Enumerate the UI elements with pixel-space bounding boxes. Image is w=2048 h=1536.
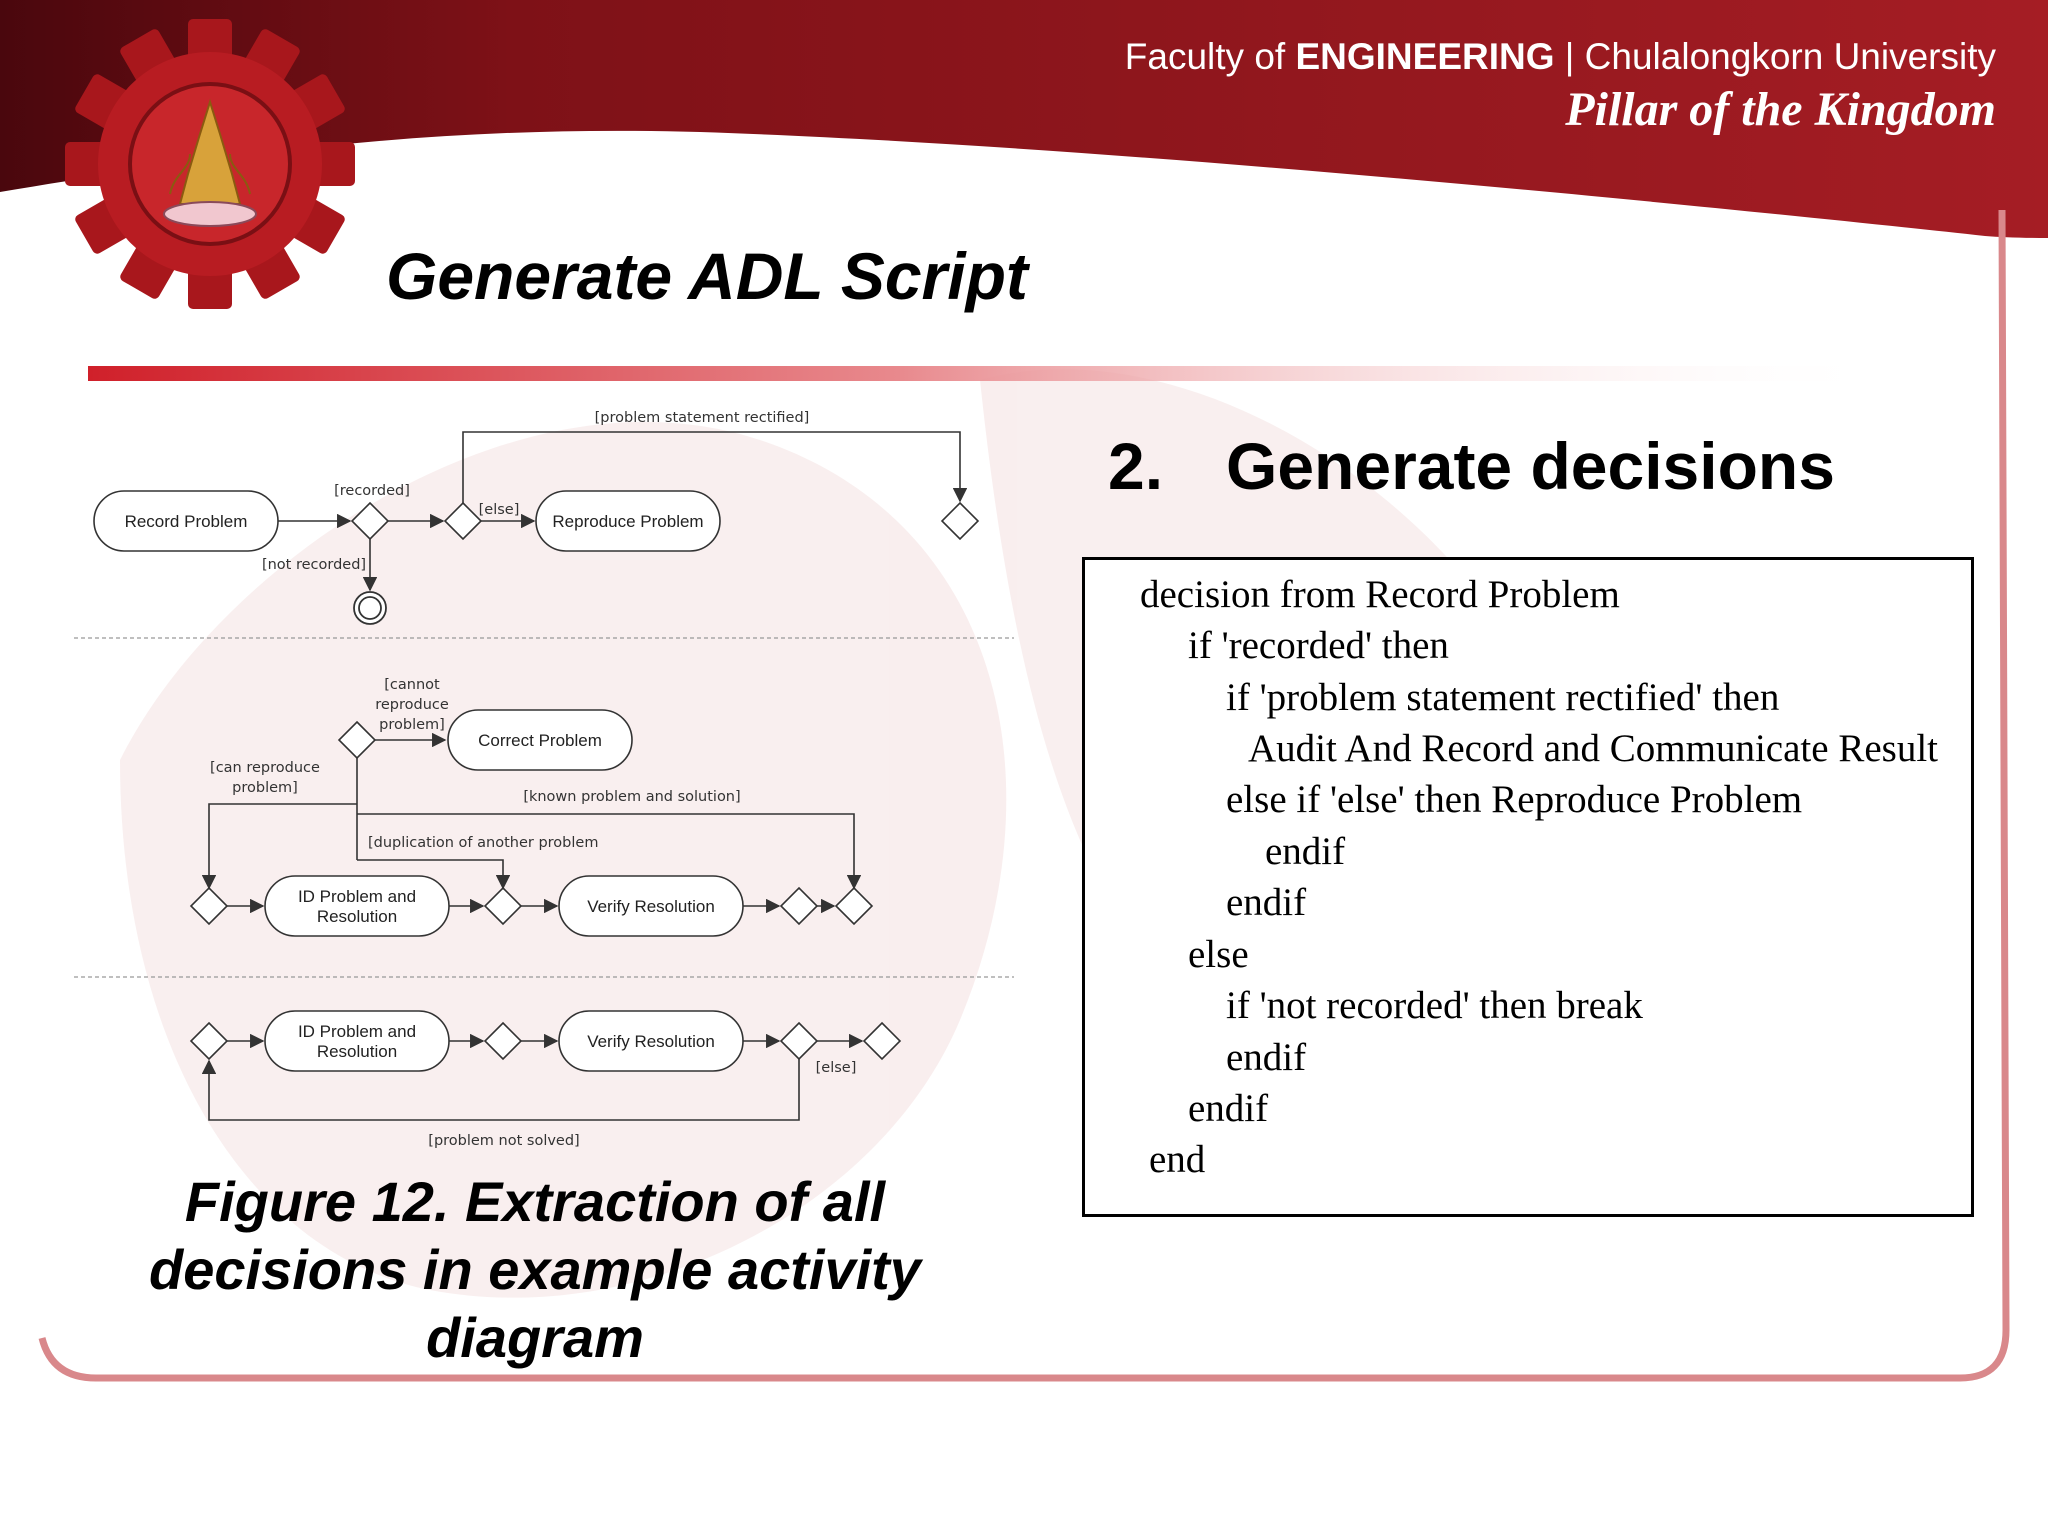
guard-can-1: [can reproduce [210,760,320,776]
decision-recorded [350,501,390,541]
node-id-problem-2-line2: Resolution [317,1042,397,1061]
code-line: else [1188,933,1249,976]
figure-caption: Figure 12. Extraction of all decisions i… [110,1168,960,1372]
node-id-problem-2-line1: ID Problem and [298,1022,416,1041]
code-line: decision from Record Problem [1140,573,1620,616]
node-correct-problem [447,709,633,771]
decision-solved [779,1021,819,1061]
caption-line3: diagram [426,1306,644,1369]
guard-recorded: [recorded] [334,483,410,499]
edge-problem-not-solved [201,1059,800,1121]
university-logo [65,19,355,309]
merge-e [189,1021,229,1061]
title-divider [88,366,1888,381]
code-line: if 'problem statement rectified' then [1226,676,1780,719]
decision-reproduce [337,720,377,760]
adl-script-box: decision from Record Problem if 'recorde… [1082,557,1974,1217]
node-id-problem-1 [264,875,450,937]
guard-duplication: [duplication of another problem [368,835,598,851]
header-band [0,0,2048,238]
merge-f [483,1021,523,1061]
merge-b [483,886,523,926]
node-reproduce-problem-label: Reproduce Problem [552,512,703,531]
node-id-problem-1-line2: Resolution [317,907,397,926]
code-line: endif [1188,1087,1269,1130]
merge-g [862,1021,902,1061]
node-id-problem-1-line1: ID Problem and [298,887,416,906]
guard-not-recorded: [not recorded] [262,557,366,573]
code-line: endif [1226,1036,1307,1079]
edge-duplication [357,859,511,890]
code-line: endif [1226,881,1307,924]
edge-can-reproduce [201,803,357,890]
edge-known-problem [357,813,862,890]
caption-line2: decisions in example activity [149,1238,921,1301]
code-line: endif [1265,830,1346,873]
merge-c [779,886,819,926]
section-number: 2. [1108,429,1164,503]
faculty-name: ENGINEERING [1295,36,1555,77]
decision-rectified [443,501,483,541]
node-verify-resolution-2-label: Verify Resolution [587,1032,715,1051]
edge-problem-statement-rectified [462,431,968,503]
guard-cannot-3: problem] [379,717,445,733]
node-reproduce-problem [535,490,721,552]
section-title: Generate decisions [1226,429,1835,503]
guard-known-problem: [known problem and solution] [523,789,740,805]
activity-diagram: Record Problem [recorded] [else] Reprodu… [74,410,1014,1149]
guard-cannot-1: [cannot [384,677,440,693]
merge-a [189,886,229,926]
node-record-problem-label: Record Problem [125,512,248,531]
slide-frame [38,209,2010,1382]
code-line: if 'recorded' then [1188,624,1449,667]
guard-problem-statement-rectified: [problem statement rectified] [595,410,810,426]
faculty-prefix: Faculty of [1124,36,1296,77]
guard-else-2: [else] [816,1060,857,1076]
guard-problem-not-solved: [problem not solved] [428,1133,579,1149]
faculty-header: Faculty of ENGINEERING | Chulalongkorn U… [1125,36,1996,78]
guard-else: [else] [479,502,520,518]
final-node-inner [358,596,382,620]
node-id-problem-2 [264,1010,450,1072]
code-line: else if 'else' then Reproduce Problem [1226,778,1803,821]
code-line: Audit And Record and Communicate Result [1248,727,1938,770]
guard-can-2: problem] [232,780,298,796]
merge-rectified [940,501,980,541]
caption-line1: Figure 12. Extraction of all [184,1170,886,1233]
slide-title: Generate ADL Script [386,239,1028,313]
motto: Pillar of the Kingdom [1565,83,1996,136]
university-name: | Chulalongkorn University [1554,36,1996,77]
guard-cannot-2: reproduce [375,697,449,713]
merge-d [834,886,874,926]
section-heading: 2. Generate decisions [1108,428,1835,504]
node-correct-problem-label: Correct Problem [478,731,602,750]
node-verify-resolution-1-label: Verify Resolution [587,897,715,916]
code-line: if 'not recorded' then break [1226,984,1643,1027]
code-line: end [1149,1138,1206,1181]
emblem-icon [163,98,257,227]
